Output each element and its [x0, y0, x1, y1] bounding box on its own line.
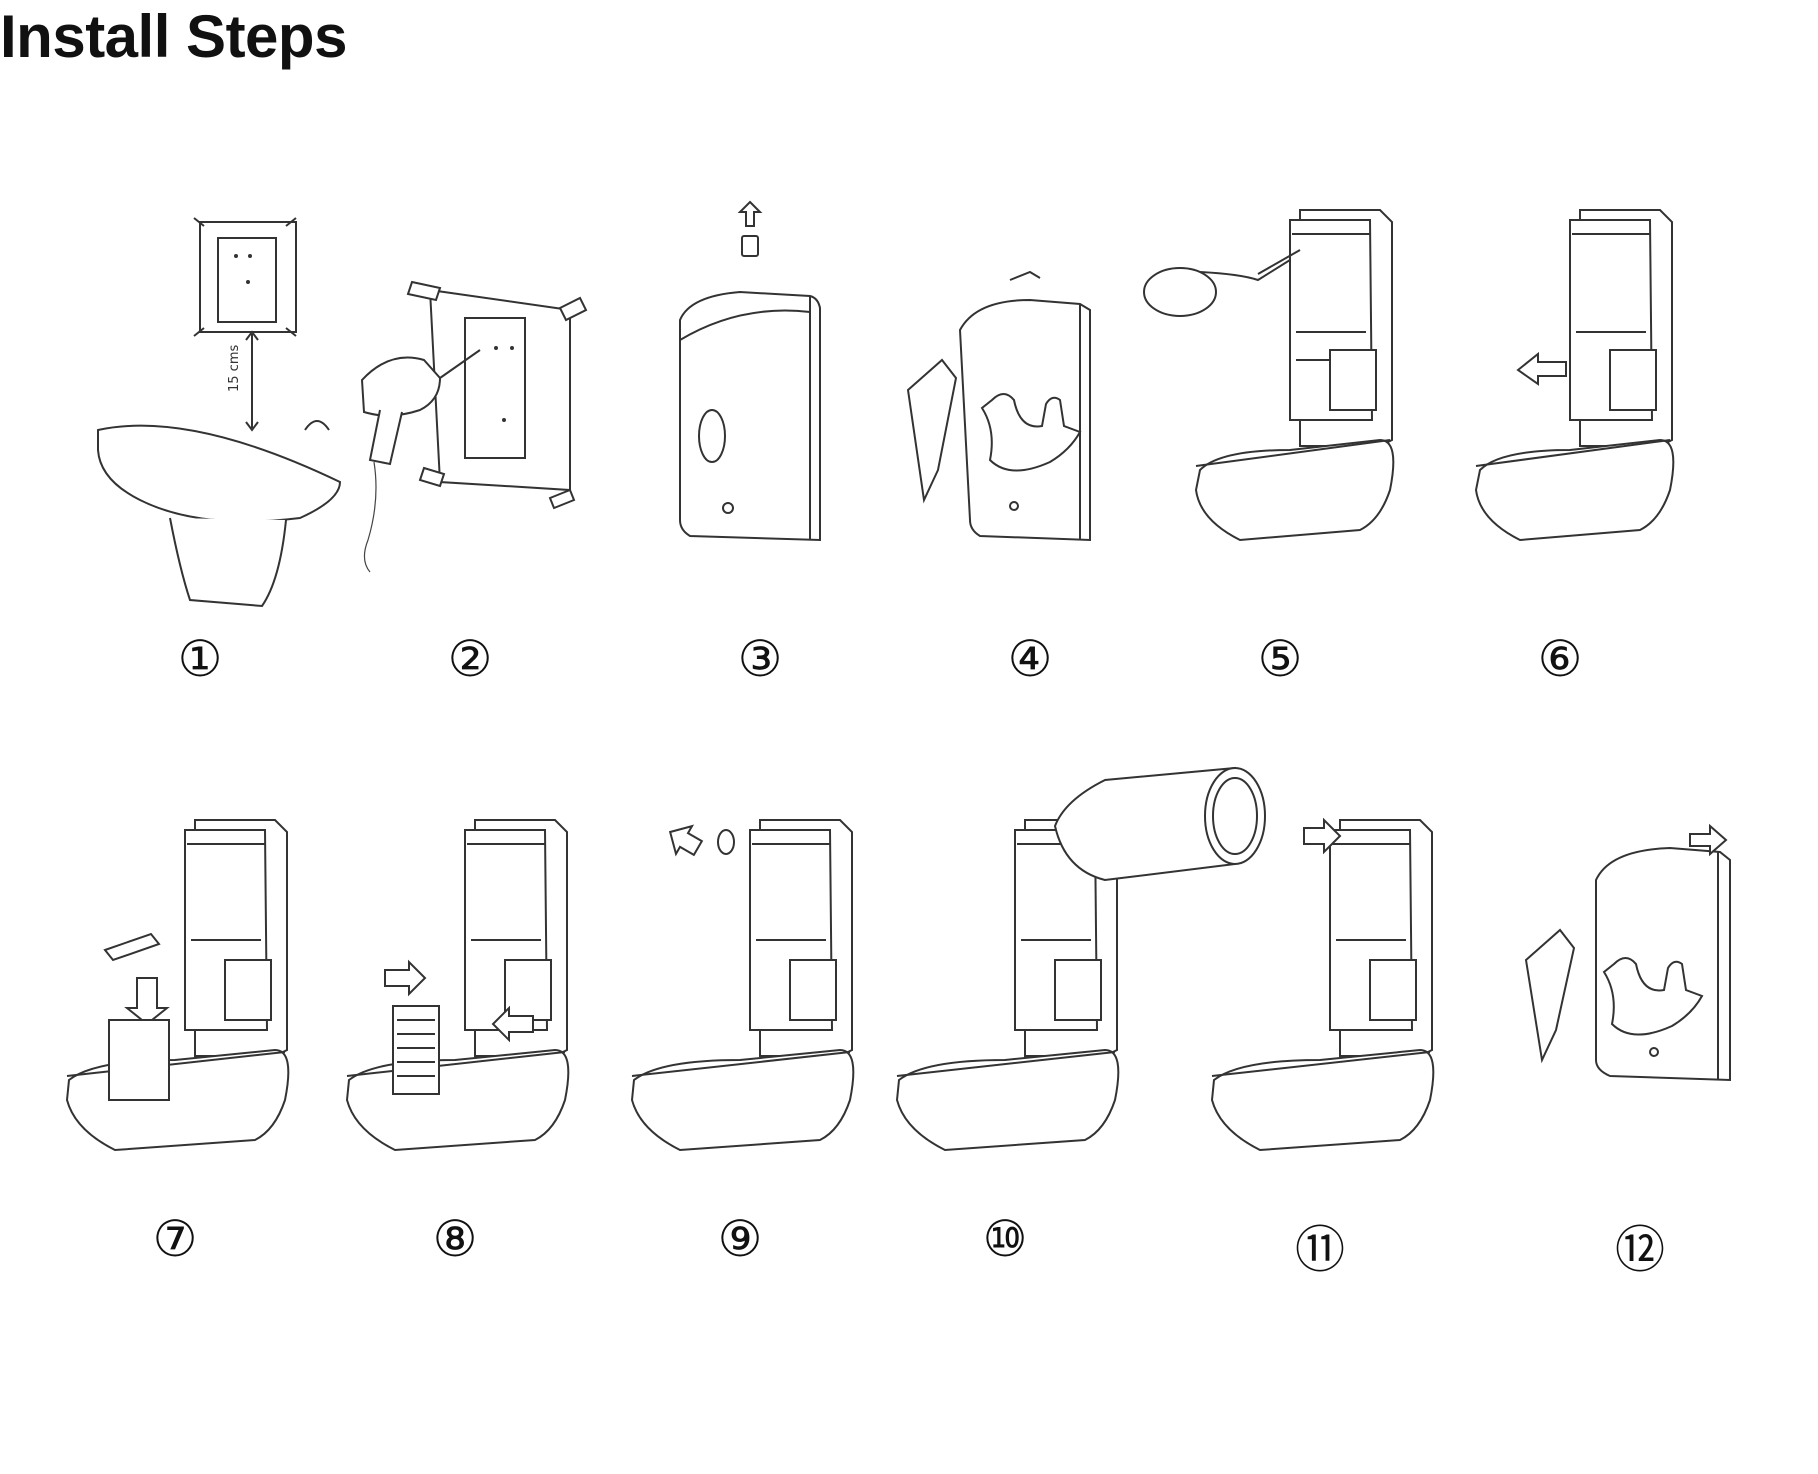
open-cover-hand-icon	[930, 200, 1130, 580]
step-number: ②	[447, 630, 493, 688]
step-number: ⑦	[152, 1210, 198, 1268]
step-11: ⑪	[1220, 820, 1420, 1279]
step-9: ⑨	[640, 820, 840, 1268]
step-number: ③	[737, 630, 783, 688]
step-8: ⑧	[355, 820, 555, 1268]
step-7: ⑦	[75, 820, 275, 1268]
step-12: ⑫	[1540, 820, 1740, 1279]
page-title: Install Steps	[0, 3, 347, 70]
step-1: 15 cms ①	[100, 200, 300, 688]
remove-battery-box-icon	[1460, 200, 1680, 580]
step-6: ⑥	[1460, 200, 1660, 688]
step-3: ③	[660, 200, 860, 688]
step-number: ⑩	[982, 1210, 1028, 1268]
dispenser-unlock-key-icon	[660, 200, 860, 580]
screwdriver-mount-icon	[1180, 200, 1420, 580]
drill-wall-template-icon	[370, 200, 570, 580]
step-2: ②	[370, 200, 570, 688]
step-5: ⑤	[1180, 200, 1380, 688]
step-number: ⑤	[1257, 630, 1303, 688]
fill-bottle-icon	[905, 820, 1145, 1200]
step-number: ①	[177, 630, 223, 688]
replace-battery-box-icon	[355, 820, 595, 1200]
step-number: ⑪	[1295, 1221, 1345, 1279]
step-number: ⑥	[1537, 630, 1583, 688]
step-number: ⑫	[1615, 1221, 1665, 1279]
insert-batteries-icon	[75, 820, 315, 1200]
svg-text:15 cms: 15 cms	[227, 345, 242, 392]
step-4: ④	[930, 200, 1130, 688]
step-number: ④	[1007, 630, 1053, 688]
step-10: ⑩	[905, 820, 1105, 1268]
step-number: ⑨	[717, 1210, 763, 1268]
close-cover-hand-icon	[1540, 820, 1760, 1200]
remove-cap-icon	[640, 820, 880, 1200]
step-number: ⑧	[432, 1210, 478, 1268]
reinsert-bottle-icon	[1220, 820, 1460, 1200]
sink-template-measure-icon: 15 cms	[100, 200, 300, 580]
